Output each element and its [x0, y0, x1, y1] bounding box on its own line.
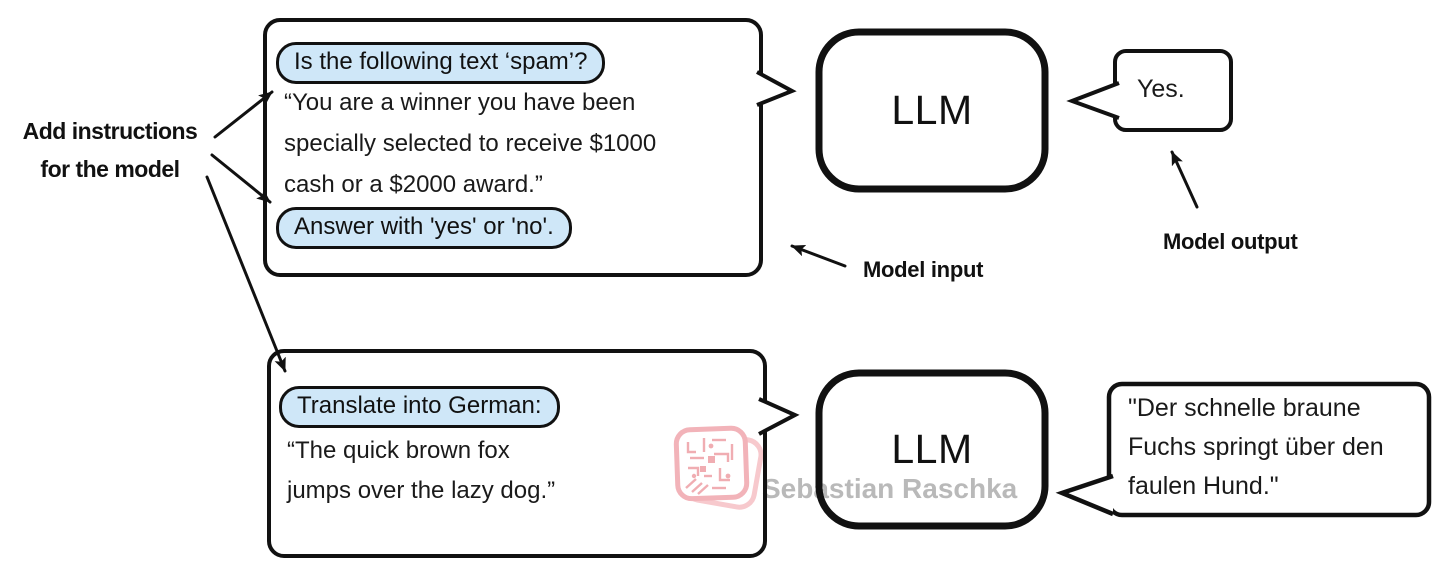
add-instructions-label-line2: for the model: [40, 156, 180, 182]
top-llm-label: LLM: [891, 87, 973, 133]
add-instructions-label: Add instructions for the model: [5, 112, 215, 188]
bottom-input-box-tail: [758, 397, 800, 436]
instruction-highlight-spam: Is the following text ‘spam’?: [276, 42, 606, 84]
german-output-line-2: Fuchs springt über den: [1128, 433, 1384, 461]
watermark-logo-icon: [673, 425, 764, 510]
top-input-box: [263, 18, 763, 277]
watermark-author: Sebastian Raschka: [762, 473, 1018, 504]
german-output-bubble-tail: [1055, 473, 1114, 517]
arrow-to-instruction-3: [205, 175, 287, 373]
german-output-line-1: "Der schnelle braune: [1128, 394, 1361, 422]
spam-body-line-3: cash or a $2000 award.”: [284, 171, 543, 198]
instruction-highlight-translate: Translate into German:: [279, 386, 560, 428]
arrow-to-instruction-1: [213, 90, 274, 139]
top-llm-box: [815, 28, 1049, 193]
model-output-arrow: [1170, 150, 1199, 209]
translate-body-line-2: jumps over the lazy dog.”: [287, 477, 556, 504]
instruction-highlight-answer: Answer with 'yes' or 'no'.: [276, 207, 572, 249]
add-instructions-label-line1: Add instructions: [22, 118, 198, 144]
bottom-llm-label: LLM: [891, 426, 973, 472]
model-input-arrow: [790, 244, 847, 268]
arrow-to-instruction-2: [210, 153, 272, 204]
yes-output-bubble-tail: [1066, 81, 1120, 120]
bottom-input-box: [267, 349, 767, 558]
yes-output-text: Yes.: [1137, 75, 1185, 103]
spam-body-line-1: “You are a winner you have been: [284, 89, 636, 116]
model-input-label: Model input: [863, 257, 984, 282]
spam-body-line-2: specially selected to receive $1000: [284, 130, 657, 157]
translate-body-line-1: “The quick brown fox: [287, 437, 510, 464]
model-output-label: Model output: [1163, 229, 1298, 254]
bottom-llm-box: [815, 369, 1049, 530]
german-output-line-3: faulen Hund.": [1128, 472, 1279, 500]
german-output-bubble: [1106, 381, 1432, 518]
top-input-box-tail: [756, 70, 797, 107]
